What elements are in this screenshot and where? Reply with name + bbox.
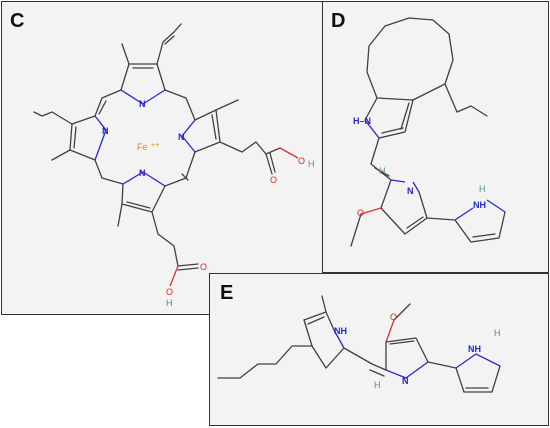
atom-nh-terminal-e: NH <box>468 344 481 354</box>
atom-n-left: N <box>102 126 109 136</box>
methine-bridge-d <box>370 137 392 181</box>
atom-o-bottom-carbonyl: O <box>200 262 207 272</box>
atom-h-methine-d: H <box>379 166 386 176</box>
pyrrole-right <box>181 99 299 175</box>
prodigiosin-cyclononyl-structure: H–N H N O H NH <box>350 17 506 247</box>
atom-nh-ring-d: H–N <box>353 116 371 126</box>
terminal-pyrrole-e <box>427 353 501 393</box>
atom-h-bottom-hydroxyl: H <box>166 298 173 308</box>
atom-o-methoxy-e: O <box>390 312 397 322</box>
atom-n-right: N <box>178 132 185 142</box>
atom-fe-charge: ++ <box>151 142 159 149</box>
atom-h-terminal-d: H <box>479 184 486 194</box>
pentyl-chain <box>217 345 313 379</box>
methoxy-pyrrole-e <box>385 303 429 379</box>
atom-n-bottom: N <box>139 168 146 178</box>
atom-o-right-hydroxyl: O <box>298 156 305 166</box>
panel-e: E <box>209 273 549 426</box>
atom-o-right-carbonyl: O <box>270 175 277 185</box>
pyrrole-left <box>33 111 107 161</box>
atom-h-methine-e: H <box>374 380 381 390</box>
methyl-pyrrole-e <box>303 295 345 369</box>
atom-n-top: N <box>139 99 146 109</box>
atom-h-terminal-e: H <box>494 328 501 338</box>
atom-o-methoxy-d: O <box>357 208 364 218</box>
atom-n-methoxy-ring-e: N <box>402 376 409 386</box>
atom-nh-terminal-d: NH <box>473 200 486 210</box>
cyclononane-ring <box>366 17 454 101</box>
terminal-pyrrole-d <box>426 199 506 243</box>
panel-d: D <box>322 1 549 273</box>
heme-structure: N N N N Fe ++ O O H O O H <box>33 23 315 308</box>
atom-nh-e: NH <box>334 326 347 336</box>
atom-fe: Fe <box>137 142 148 152</box>
panel-label-e: E <box>220 282 234 304</box>
pyrrole-top <box>120 23 182 105</box>
atom-h-right-hydroxyl: H <box>308 159 315 169</box>
pyrrole-nh-d <box>364 83 488 139</box>
methoxy-pyrrole-d <box>350 179 428 247</box>
atom-o-bottom-hydroxyl: O <box>166 287 173 297</box>
panel-label-c: C <box>10 10 25 32</box>
meso-bridges <box>94 89 196 187</box>
panel-label-d: D <box>331 10 346 32</box>
methine-bridge-e <box>343 347 387 377</box>
atom-n-methoxy-ring-d: N <box>407 186 414 196</box>
prodigiosin-structure: NH H O N H NH <box>217 295 501 393</box>
pyrrole-bottom <box>117 171 199 287</box>
panel-c: C <box>1 1 323 315</box>
